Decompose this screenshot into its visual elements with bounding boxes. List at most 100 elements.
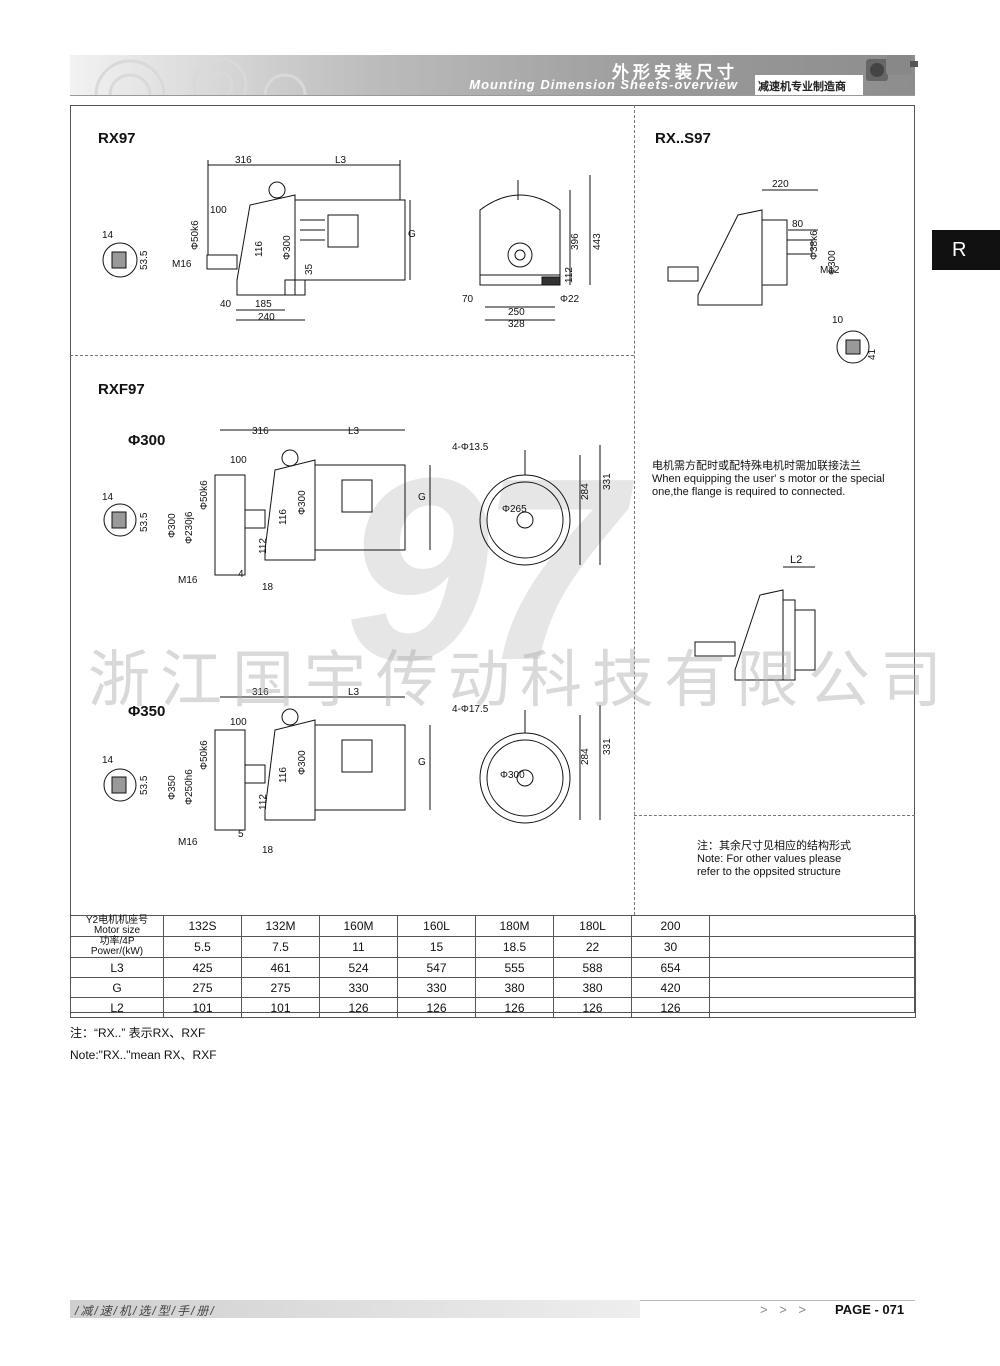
rx97-dim-m16: M16	[172, 259, 192, 270]
table-cell: 126	[319, 997, 398, 1018]
rxs97-side-view: 220 80 Φ38k6 Φ300 M12 10 41	[667, 179, 878, 364]
table-cell: 160L	[397, 915, 476, 937]
bottom-note: 注：“RX..” 表示RX、RXF Note:"RX.."mean RX、RXF	[70, 1022, 217, 1066]
header-title-cn: 外形安装尺寸	[612, 63, 738, 82]
header-company-box	[755, 75, 863, 95]
table-row-motor-size: Y2电机机座号 Motor size 132S 132M 160M 160L 1…	[70, 915, 916, 937]
rx97-dim-250: 250	[508, 307, 525, 318]
table-row-label: L3	[70, 957, 164, 978]
table-row-l3: L3 425 461 524 547 555 588 654	[70, 957, 916, 978]
rxf97v2-dim-l3: L3	[348, 687, 360, 698]
table-row-l2: L2 101 101 126 126 126 126 126	[70, 997, 916, 1018]
rxs97-dim-41: 41	[867, 348, 878, 360]
table-row-power: 功率/4P Power/(kW) 5.5 7.5 11 15 18.5 22 3…	[70, 936, 916, 958]
rxf97v2-dim-phi250h6: Φ250h6	[184, 769, 195, 805]
flange-note-en2: one,the flange is required to connected.	[652, 486, 846, 498]
table-row-g: G 275 275 330 330 380 380 420	[70, 977, 916, 998]
flange-note-en1: When equipping the user' s motor or the …	[652, 473, 885, 485]
other-note-en1: Note: For other values please	[697, 853, 842, 865]
rxf97v1-dim-112: 112	[258, 538, 269, 554]
table-cell-empty	[709, 915, 916, 937]
table-cell: 5.5	[163, 936, 242, 958]
rx97-title: RX97	[98, 130, 136, 147]
rx97-dim-100: 100	[210, 205, 227, 216]
table-cell: 132M	[241, 915, 320, 937]
rx97-dim-328: 328	[508, 319, 525, 330]
table-cell: 330	[319, 977, 398, 998]
rx97-side-view: 316 L3 100 Φ50k6 116 Φ300 G 14 53.5 M16 …	[102, 155, 416, 323]
table-cell: 380	[475, 977, 554, 998]
rx97-dim-116: 116	[254, 241, 265, 257]
table-cell: 126	[631, 997, 710, 1018]
divider-horizontal-right	[634, 815, 915, 816]
rx97-front-view: 396 443 112 70 250 Φ22 328	[462, 175, 603, 330]
rxf97-title: RXF97	[98, 381, 145, 398]
table-cell: 15	[397, 936, 476, 958]
rxf97-phi350-front-view: 4-Φ17.5 284 331 Φ300	[452, 704, 613, 824]
table-cell: 101	[241, 997, 320, 1018]
table-cell-empty	[709, 997, 916, 1018]
rxs97-dim-phi300: Φ300	[827, 250, 838, 275]
table-cell: 275	[241, 977, 320, 998]
table-cell: 588	[553, 957, 632, 978]
section-tab[interactable]: R	[932, 230, 1000, 270]
table-cell: 654	[631, 957, 710, 978]
rxf97-phi300-side-view: 316 L3 100 Φ50k6 Φ300 G 14 53.5 Φ300 Φ23…	[102, 426, 431, 593]
rxf97v1-dim-phi300: Φ300	[167, 513, 178, 538]
table-cell: 126	[397, 997, 476, 1018]
rxf97v2-dim-53-5: 53.5	[139, 775, 150, 795]
table-cell: 126	[553, 997, 632, 1018]
rxf97v2-dim-phi50k6: Φ50k6	[199, 740, 210, 770]
table-cell: 18.5	[475, 936, 554, 958]
rxf97v2-dim-m16: M16	[178, 837, 198, 848]
rxf97-phi300-label: Φ300	[128, 432, 166, 449]
rx97-dim-35: 35	[304, 263, 315, 275]
table-cell: 132S	[163, 915, 242, 937]
table-cell: 180M	[475, 915, 554, 937]
table-cell: 180L	[553, 915, 632, 937]
rxf97v1-dim-phi265: Φ265	[502, 504, 527, 515]
page-number: PAGE - 071	[835, 1302, 905, 1317]
watermark-number: 97	[345, 425, 624, 715]
rx97-dim-phi300: Φ300	[282, 235, 293, 260]
rxf97v1-dim-l3: L3	[348, 426, 360, 437]
header-title-en: Mounting Dimension Sheets-overview	[469, 77, 738, 92]
rxf97-phi350-label: Φ350	[128, 703, 166, 720]
rxf97v1-dim-phi50k6: Φ50k6	[199, 480, 210, 510]
rxf97-phi300-front-view: 4-Φ13.5 284 331 Φ265	[452, 442, 613, 566]
watermark-company: 浙江国宇传动科技有限公司	[88, 646, 953, 715]
gearmotor-logo-icon	[866, 55, 918, 81]
other-values-note: 注：其余尺寸见相应的结构形式 Note: For other values pl…	[697, 840, 912, 879]
table-cell: 524	[319, 957, 398, 978]
rx97-dim-70: 70	[462, 294, 474, 305]
table-cell-empty	[709, 936, 916, 958]
table-cell: 126	[475, 997, 554, 1018]
rx97-dim-185: 185	[255, 299, 272, 310]
spec-table: Y2电机机座号 Motor size 132S 132M 160M 160L 1…	[70, 915, 916, 1018]
power-label-cn: 功率/4P	[99, 936, 135, 947]
rxf97v2-dim-14: 14	[102, 755, 114, 766]
bottom-note-cn: 注：“RX..” 表示RX、RXF	[70, 1026, 206, 1040]
rxf97v1-dim-phi300b: Φ300	[297, 490, 308, 515]
divider-horizontal-left	[70, 355, 634, 356]
rxf97v1-dim-116: 116	[278, 509, 289, 525]
table-cell: 425	[163, 957, 242, 978]
rxf97v1-dim-phi230j6: Φ230j6	[184, 511, 195, 544]
rxf97-phi350-side-view: 316 L3 100 Φ50k6 Φ300 G 14 53.5 Φ350 Φ25…	[102, 687, 431, 856]
rx97-dim-14: 14	[102, 230, 114, 241]
rxf97v1-dim-18: 18	[262, 582, 274, 593]
table-header-cell: Y2电机机座号 Motor size	[70, 915, 164, 937]
rxf97v1-dim-331: 331	[602, 473, 613, 490]
rxf97v2-dim-112: 112	[258, 794, 269, 810]
bottom-note-en: Note:"RX.."mean RX、RXF	[70, 1048, 217, 1062]
rxf97v1-dim-100: 100	[230, 455, 247, 466]
rx97-dim-phi50k6: Φ50k6	[190, 220, 201, 250]
rxf97v2-dim-316: 316	[252, 687, 269, 698]
rxs97-dim-10: 10	[832, 315, 844, 326]
rxf97v2-dim-g: G	[418, 757, 426, 768]
rx97-dim-443: 443	[592, 233, 603, 250]
table-row-label: 功率/4P Power/(kW)	[70, 936, 164, 958]
table-cell: 101	[163, 997, 242, 1018]
flange-adapter-view: L2	[694, 554, 816, 681]
table-cell: 420	[631, 977, 710, 998]
